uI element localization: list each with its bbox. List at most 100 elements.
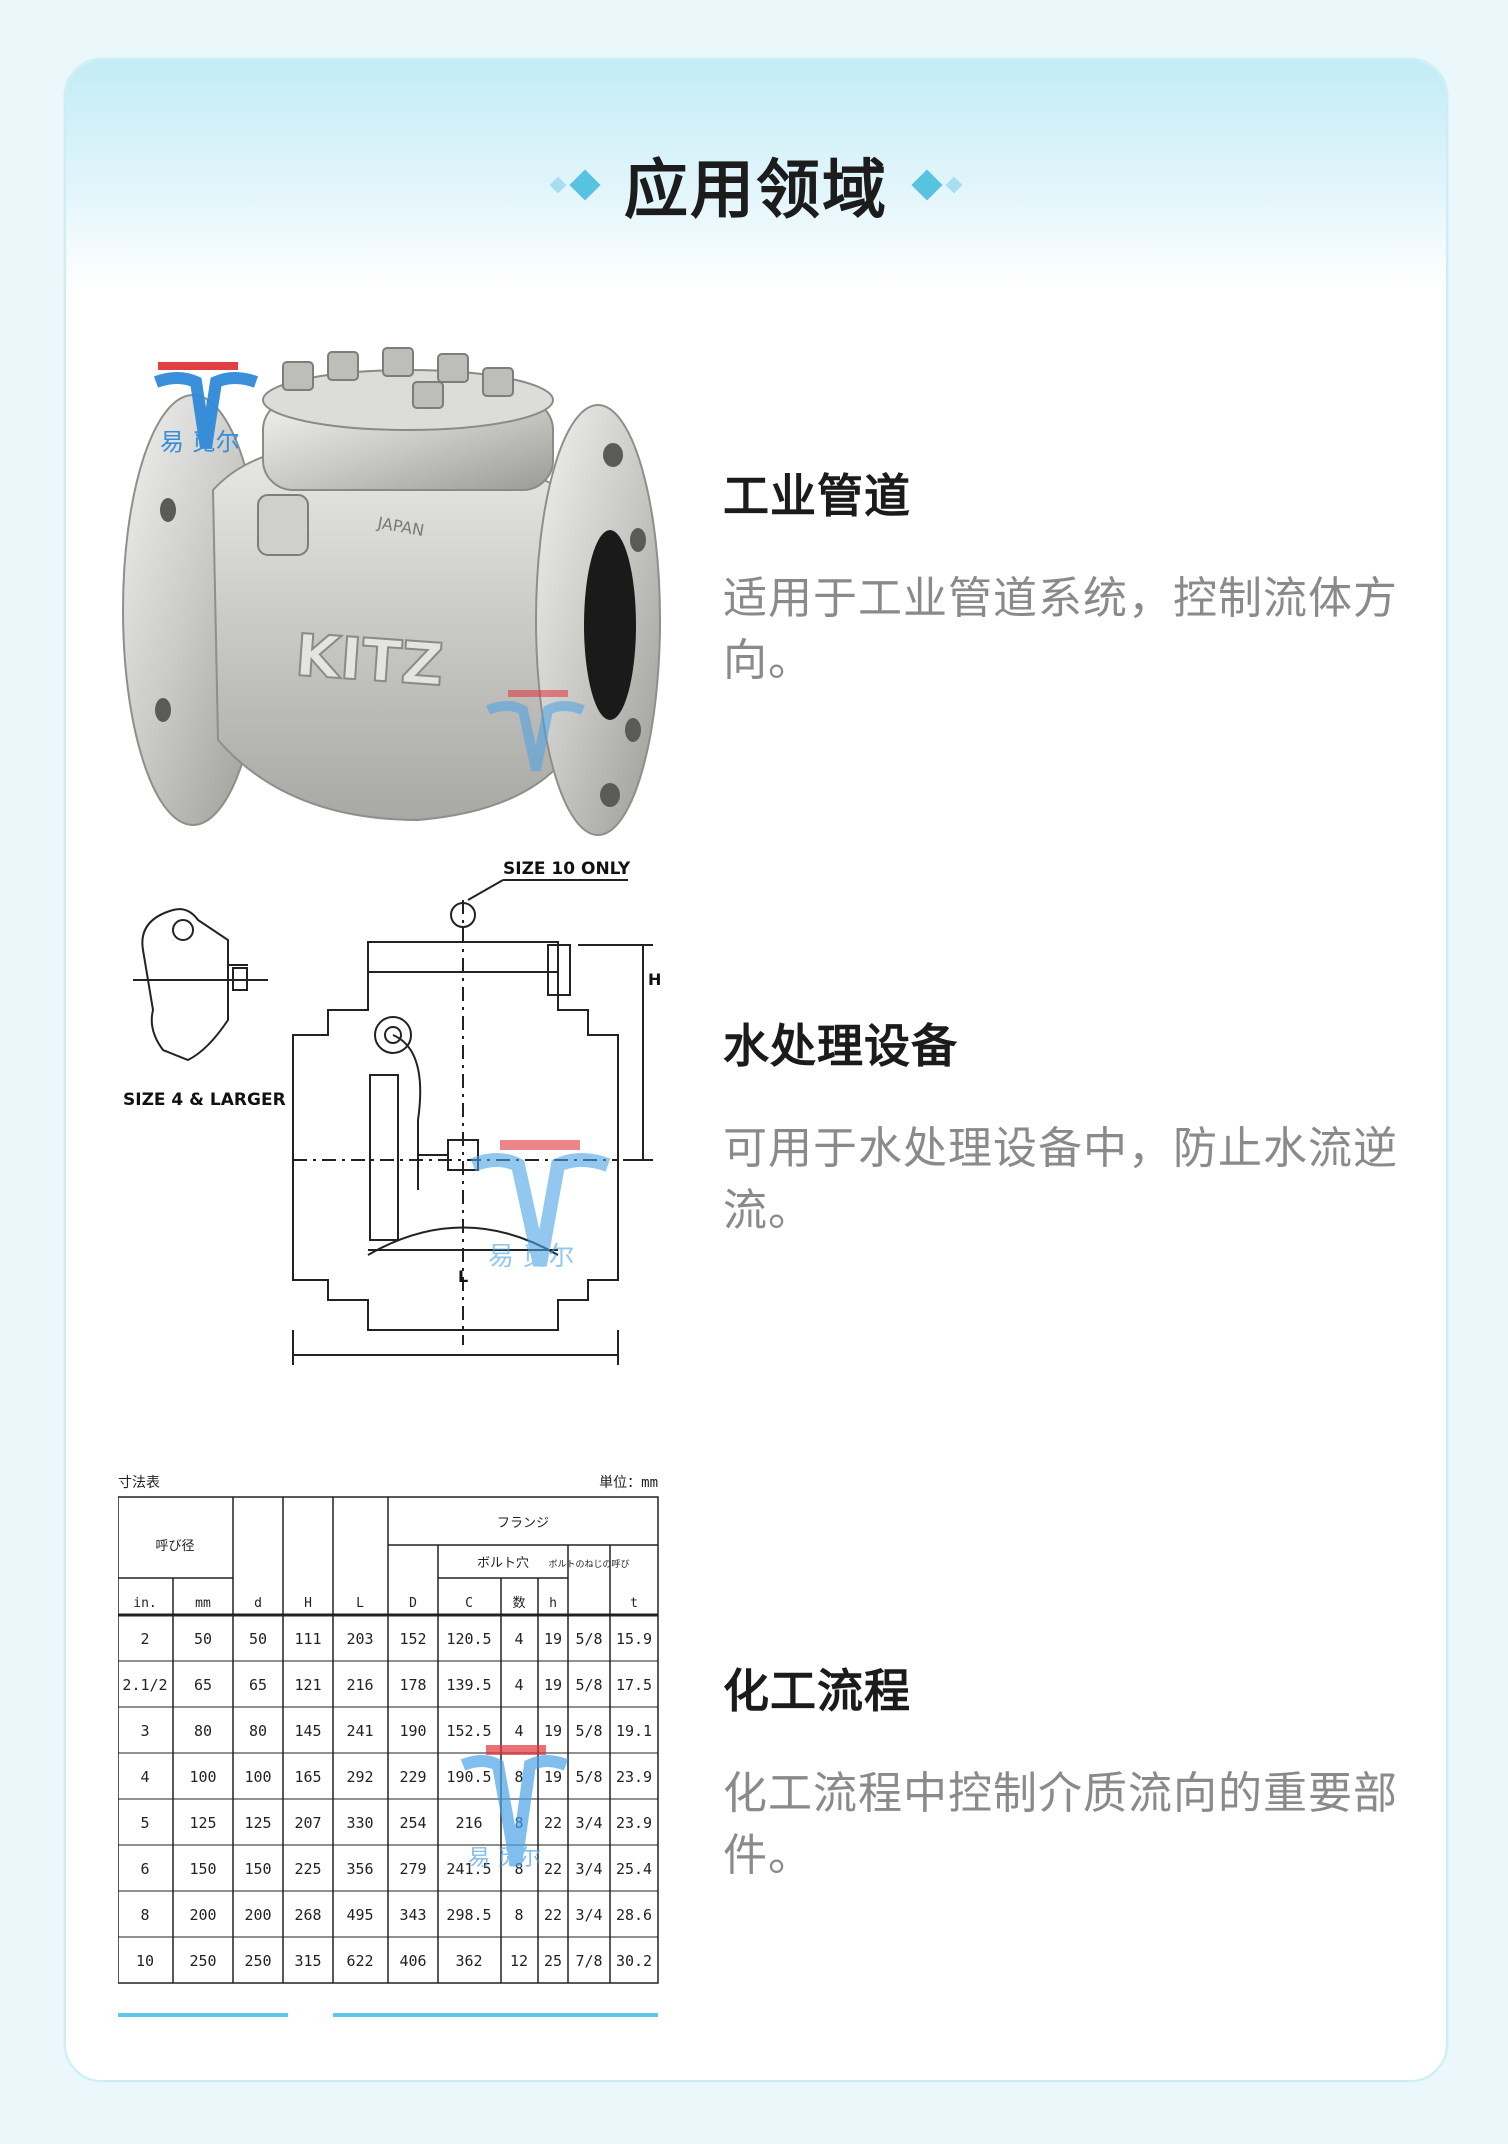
table-cell: 298.5 [446,1906,491,1924]
table-cell: 203 [346,1630,373,1648]
diamond-icon [569,169,601,201]
table-cell: 241 [346,1722,373,1740]
item-title: 水处理设备 [723,1019,958,1073]
table-cell: 225 [294,1860,321,1878]
table-cell: 406 [399,1952,426,1970]
table-cell: 495 [346,1906,373,1924]
table-cell: 19 [544,1768,562,1786]
table-caption-right: 単位：mm [599,1475,658,1491]
table-cell: 622 [346,1952,373,1970]
table-cell: 8 [514,1768,523,1786]
watermark-text: 易 觅尔 [468,1846,541,1871]
table-cell: 8 [140,1906,149,1924]
table-cell: 4 [514,1630,523,1648]
table-cell: 200 [244,1906,271,1924]
table-header-cell: in. [133,1596,156,1611]
table-cell: 50 [249,1630,267,1648]
application-item-chemical-process: 寸法表 単位：mm [118,1465,1418,2025]
table-cell: 125 [189,1814,216,1832]
table-cell: 5/8 [575,1630,602,1648]
section-title-row: 应用领域 [66,140,1446,230]
table-cell: 165 [294,1768,321,1786]
table-cell: 50 [194,1630,212,1648]
table-cell: 190 [399,1722,426,1740]
table-cell: 268 [294,1906,321,1924]
valve-drawing: SIZE 10 ONLY SIZE 4 & LARGER H L 易 觅尔 [118,860,663,1365]
header-flange: フランジ [497,1516,549,1531]
table-cell: 250 [189,1952,216,1970]
drawing-label-h: H [648,970,661,989]
table-cell: 2 [140,1630,149,1648]
table-cell: 25 [544,1952,562,1970]
table-cell: 207 [294,1814,321,1832]
table-cell: 315 [294,1952,321,1970]
table-cell: 10 [136,1952,154,1970]
table-cell: 17.5 [616,1676,652,1694]
table-cell: 292 [346,1768,373,1786]
table-cell: 356 [346,1860,373,1878]
table-header-cell: L [356,1596,364,1611]
item-title: 工业管道 [723,469,911,523]
table-cell: 362 [455,1952,482,1970]
item-text: 工业管道 适用于工业管道系统，控制流体方向。 [723,460,1413,692]
item-description: 化工流程中控制介质流向的重要部件。 [723,1768,1398,1881]
table-cell: 178 [399,1676,426,1694]
table-cell: 216 [455,1814,482,1832]
application-item-water-treatment: SIZE 10 ONLY SIZE 4 & LARGER H L 易 觅尔 水处… [118,840,1418,1380]
table-cell: 19 [544,1722,562,1740]
table-cell: 23.9 [616,1768,652,1786]
item-description: 适用于工业管道系统，控制流体方向。 [723,573,1398,686]
table-cell: 6 [140,1860,149,1878]
table-header-cell: C [465,1596,473,1611]
table-cell: 120.5 [446,1630,491,1648]
table-cell: 121 [294,1676,321,1694]
table-cell: 125 [244,1814,271,1832]
table-cell: 250 [244,1952,271,1970]
item-description: 可用于水处理设备中，防止水流逆流。 [723,1123,1398,1236]
table-cell: 343 [399,1906,426,1924]
table-cell: 4 [140,1768,149,1786]
application-card: 应用领域 [64,58,1448,2082]
table-cell: 3/4 [575,1906,602,1924]
brand-lettering: KITZ [293,621,446,699]
table-cell: 80 [249,1722,267,1740]
table-cell: 216 [346,1676,373,1694]
table-cell: 19.1 [616,1722,652,1740]
item-text: 化工流程 化工流程中控制介质流向的重要部件。 [723,1655,1413,1887]
drawing-label-size4: SIZE 4 & LARGER [123,1090,286,1110]
table-cell: 279 [399,1860,426,1878]
table-cell: 100 [189,1768,216,1786]
application-item-industrial-pipeline: KITZ JAPAN 易 觅尔 工业管道 适用于工业管道系统，控制流体方向。 [118,290,1418,875]
item-text: 水处理设备 可用于水处理设备中，防止水流逆流。 [723,1010,1413,1242]
table-cell: 25.4 [616,1860,652,1878]
diamond-small-icon [945,176,963,194]
table-cell: 22 [544,1906,562,1924]
header-bolt-hole: ボルト穴 [477,1556,529,1571]
table-cell: 200 [189,1906,216,1924]
table-cell: 150 [244,1860,271,1878]
table-cell: 241.5 [446,1860,491,1878]
header-bolt-thread: ボルトのねじの呼び [548,1559,629,1570]
table-cell: 3 [140,1722,149,1740]
table-header-cell: h [549,1596,557,1611]
drawing-label-l: L [458,1267,468,1286]
table-cell: 65 [249,1676,267,1694]
table-cell: 145 [294,1722,321,1740]
table-cell: 80 [194,1722,212,1740]
dimension-table-image: 寸法表 単位：mm [118,1465,663,2025]
table-cell: 152 [399,1630,426,1648]
table-cell: 22 [544,1814,562,1832]
table-cell: 3/4 [575,1814,602,1832]
table-cell: 5 [140,1814,149,1832]
table-cell: 254 [399,1814,426,1832]
table-header-cell: D [409,1596,417,1611]
card-header: 应用领域 [66,60,1446,290]
table-cell: 8 [514,1906,523,1924]
table-cell: 7/8 [575,1952,602,1970]
table-cell: 30.2 [616,1952,652,1970]
table-cell: 330 [346,1814,373,1832]
table-header-cell: mm [195,1596,211,1611]
table-header-cell: t [630,1596,638,1611]
table-cell: 8 [514,1860,523,1878]
